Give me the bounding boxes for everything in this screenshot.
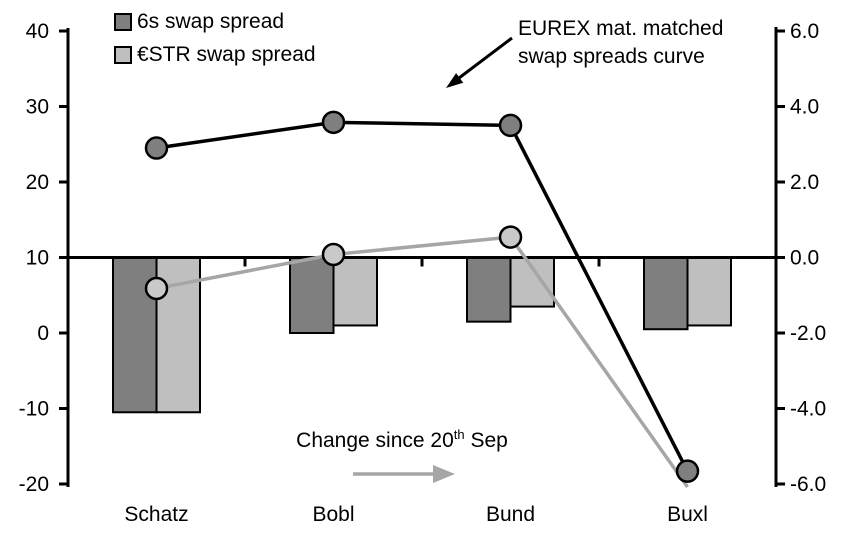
curve-annotation-line1: EUREX mat. matched (518, 17, 724, 40)
legend-swatch-estr (114, 46, 132, 64)
legend: 6s swap spread €STR swap spread (114, 10, 316, 67)
curve-annotation: EUREX mat. matched swap spreads curve (518, 15, 723, 71)
left-axis-tick-label: 30 (26, 96, 49, 119)
left-axis-tick-label: -10 (19, 398, 49, 421)
left-axis-tick-label: 10 (26, 247, 49, 270)
legend-label-estr: €STR swap spread (137, 43, 316, 66)
x-axis-label-bobl: Bobl (312, 503, 354, 526)
line-6s (156, 120, 690, 472)
marker-6s-buxl (675, 459, 700, 483)
change-annotation: Change since 20th Sep (286, 427, 518, 453)
right-axis-tick-label: -6.0 (790, 473, 826, 496)
legend-item-6s: 6s swap spread (114, 10, 316, 34)
curve-annotation-arrowhead (446, 73, 464, 88)
bar-6s-bund (466, 256, 512, 323)
marker-estr-bobl (321, 242, 346, 267)
bar-6s-bobl (289, 256, 335, 334)
legend-item-estr: €STR swap spread (114, 43, 316, 67)
marker-6s-bobl (321, 110, 346, 135)
left-axis-tick-label: 40 (26, 20, 49, 43)
x-axis-label-schatz: Schatz (124, 503, 188, 526)
bar-estr-bobl (332, 256, 378, 327)
right-axis-tick-label: -2.0 (790, 322, 826, 345)
marker-estr-schatz (144, 276, 169, 301)
x-axis-label-buxl: Buxl (667, 503, 708, 526)
line-estr (156, 235, 689, 489)
bar-6s-buxl (643, 256, 689, 331)
left-axis-tick-label: 0 (37, 322, 49, 345)
right-axis-tick-label: 0.0 (790, 247, 819, 270)
marker-estr-bund (498, 225, 523, 249)
legend-swatch-6s (114, 13, 132, 31)
marker-6s-bund (498, 113, 523, 138)
curve-annotation-arrow (458, 36, 513, 80)
change-annotation-suffix: Sep (464, 429, 508, 452)
left-axis-tick-label: 20 (26, 171, 49, 194)
legend-label-6s: 6s swap spread (137, 10, 285, 33)
right-axis-tick-label: 6.0 (790, 20, 819, 43)
change-annotation-arrowhead (433, 465, 455, 483)
change-annotation-sup: th (453, 427, 465, 442)
right-axis-tick-label: 4.0 (790, 96, 819, 119)
right-axis-tick-label: 2.0 (790, 171, 819, 194)
right-axis-tick-label: -4.0 (790, 398, 826, 421)
x-axis-label-bund: Bund (486, 503, 535, 526)
curve-annotation-line2: swap spreads curve (518, 45, 705, 68)
marker-6s-schatz (144, 136, 169, 160)
left-axis-tick-label: -20 (19, 473, 49, 496)
change-annotation-text: Change since 20 (296, 429, 454, 452)
bar-estr-buxl (686, 256, 732, 327)
